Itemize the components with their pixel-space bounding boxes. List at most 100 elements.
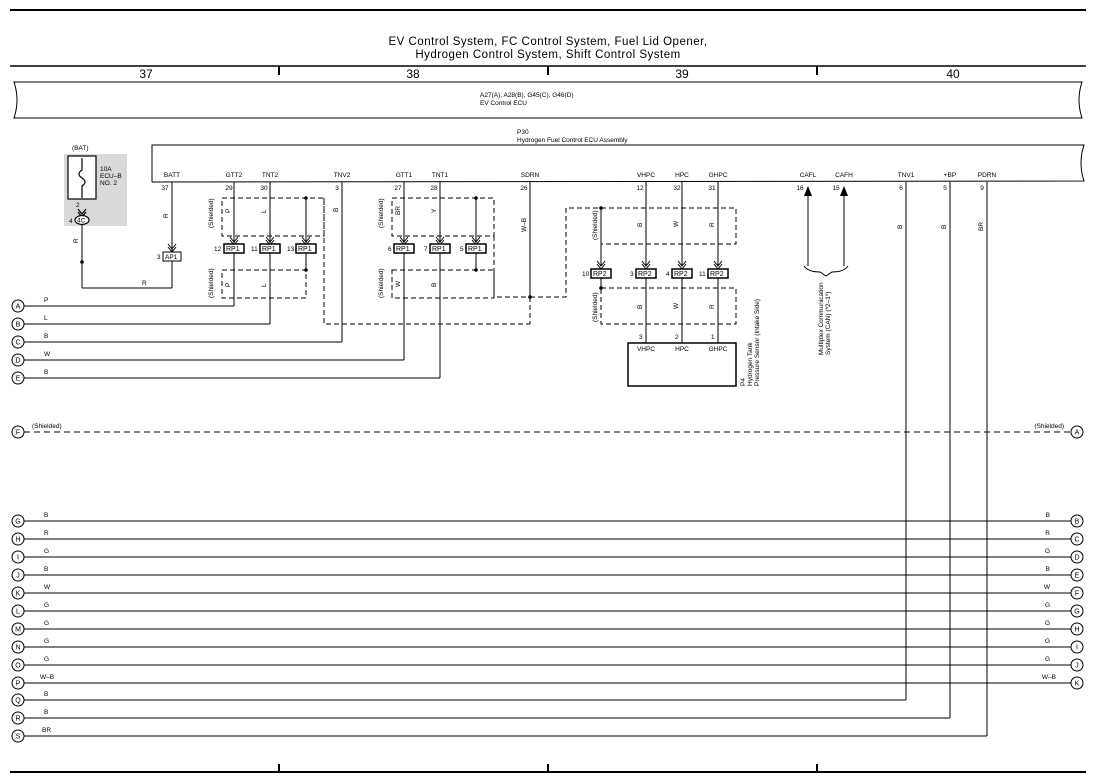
svg-text:HPC: HPC <box>675 346 689 353</box>
svg-text:L: L <box>16 609 20 616</box>
svg-text:12: 12 <box>214 246 222 253</box>
svg-text:B: B <box>637 305 644 309</box>
svg-text:W: W <box>1044 584 1051 591</box>
svg-text:R: R <box>142 280 147 287</box>
svg-text:Pressure Sensor (Intake Side): Pressure Sensor (Intake Side) <box>754 299 761 386</box>
svg-text:W–B: W–B <box>1042 674 1056 681</box>
svg-text:RP2: RP2 <box>593 271 607 278</box>
svg-text:G: G <box>15 519 20 526</box>
svg-text:3: 3 <box>630 271 634 278</box>
svg-text:RP2: RP2 <box>710 271 724 278</box>
svg-text:3: 3 <box>157 254 161 261</box>
svg-text:P: P <box>225 283 232 287</box>
svg-text:4C: 4C <box>77 218 86 225</box>
svg-text:G: G <box>1045 620 1050 627</box>
pin-name-batt: BATT <box>164 172 180 179</box>
ap1-connector: AP1 <box>165 254 178 261</box>
svg-text:B: B <box>44 566 48 573</box>
svg-text:RP1: RP1 <box>468 246 482 253</box>
svg-text:W: W <box>673 302 680 309</box>
column-37: 37 <box>139 67 153 81</box>
pin-name-ghpc: GHPC <box>709 172 728 179</box>
svg-text:P: P <box>225 209 232 213</box>
svg-text:W: W <box>44 351 51 358</box>
pin-name-pdrn: PDRN <box>978 172 997 179</box>
svg-text:K: K <box>1075 681 1080 688</box>
svg-text:F: F <box>1075 591 1079 598</box>
column-38: 38 <box>406 67 420 81</box>
svg-text:P: P <box>16 681 21 688</box>
svg-text:J: J <box>1075 663 1079 670</box>
pin-num-sdrn: 26 <box>520 185 528 192</box>
pin-name-gtt2: GTT2 <box>226 172 243 179</box>
svg-text:G: G <box>44 656 49 663</box>
svg-text:VHPC: VHPC <box>637 346 655 353</box>
svg-text:(Shielded): (Shielded) <box>378 268 385 298</box>
h2-ecu-code: P30 <box>517 129 529 136</box>
pin-num-tnv1: 6 <box>899 185 903 192</box>
svg-text:R: R <box>73 238 80 243</box>
svg-text:P4: P4 <box>740 378 747 386</box>
svg-text:B: B <box>431 283 438 287</box>
pin-num-vhpc: 12 <box>636 185 644 192</box>
svg-text:G: G <box>1045 638 1050 645</box>
svg-text:11: 11 <box>251 246 258 253</box>
pin-name-cafl: CAFL <box>800 172 817 179</box>
svg-text:RP2: RP2 <box>638 271 652 278</box>
pin-num-pdrn: 9 <box>980 185 984 192</box>
svg-text:W–B: W–B <box>40 674 54 681</box>
svg-text:M: M <box>15 627 21 634</box>
svg-text:B: B <box>44 512 48 519</box>
svg-text:1: 1 <box>711 334 715 341</box>
svg-text:D: D <box>15 358 20 365</box>
fuse-supply: (BAT) <box>72 145 89 152</box>
svg-text:B: B <box>1046 566 1050 573</box>
pin-num-bp: 5 <box>943 185 947 192</box>
svg-text:L: L <box>261 283 268 287</box>
svg-text:Y: Y <box>431 208 438 213</box>
svg-text:4: 4 <box>666 271 670 278</box>
bottom-references: Q B R B S BR <box>11 691 987 743</box>
pin-num-tnt2: 30 <box>260 185 268 192</box>
svg-text:G: G <box>1045 548 1050 555</box>
svg-text:B: B <box>333 208 340 212</box>
svg-text:G: G <box>44 620 49 627</box>
svg-text:Q: Q <box>15 698 21 705</box>
svg-text:B: B <box>44 691 48 698</box>
h2-ecu-name: Hydrogen Fuel Control ECU Assembly <box>517 137 628 144</box>
ev-ecu-connectors: A27(A), A28(B), G45(C), G46(D) <box>480 92 574 99</box>
fuse-name: ECU–B <box>100 173 122 180</box>
svg-text:D: D <box>1074 555 1079 562</box>
svg-text:(Shielded): (Shielded) <box>32 423 62 430</box>
svg-text:A: A <box>16 304 21 311</box>
svg-text:(Shielded): (Shielded) <box>378 198 385 228</box>
pin-name-vhpc: VHPC <box>637 172 655 179</box>
svg-text:BR: BR <box>42 727 51 734</box>
svg-text:BR: BR <box>395 206 402 215</box>
svg-text:RP1: RP1 <box>298 246 312 253</box>
title-line-2: Hydrogen Control System, Shift Control S… <box>415 49 680 61</box>
svg-text:(Shielded): (Shielded) <box>592 210 599 240</box>
pin-name-sdrn: SDRN <box>521 172 540 179</box>
title-line-1: EV Control System, FC Control System, Fu… <box>388 36 707 48</box>
svg-text:N: N <box>15 645 20 652</box>
fuse-ecu-b: (BAT) 10A ECU–B NO. 2 2 4 4C <box>64 145 127 226</box>
svg-text:(Shielded): (Shielded) <box>208 198 215 228</box>
svg-text:W: W <box>44 584 51 591</box>
svg-text:B: B <box>44 709 48 716</box>
svg-text:F: F <box>16 430 20 437</box>
svg-text:7: 7 <box>424 246 428 253</box>
svg-text:R: R <box>44 530 49 537</box>
svg-text:G: G <box>44 548 49 555</box>
pin-name-tnt2: TNT2 <box>262 172 279 179</box>
svg-text:(Shielded): (Shielded) <box>1034 423 1064 430</box>
svg-text:I: I <box>1076 645 1078 652</box>
svg-text:L: L <box>44 315 48 322</box>
h2-ecu-box <box>151 144 1085 183</box>
svg-text:(Shielded): (Shielded) <box>592 292 599 322</box>
svg-text:G: G <box>1045 656 1050 663</box>
svg-text:C: C <box>1074 537 1079 544</box>
svg-text:B: B <box>44 333 48 340</box>
pin-num-batt: 37 <box>161 185 169 192</box>
svg-text:G: G <box>1074 609 1079 616</box>
